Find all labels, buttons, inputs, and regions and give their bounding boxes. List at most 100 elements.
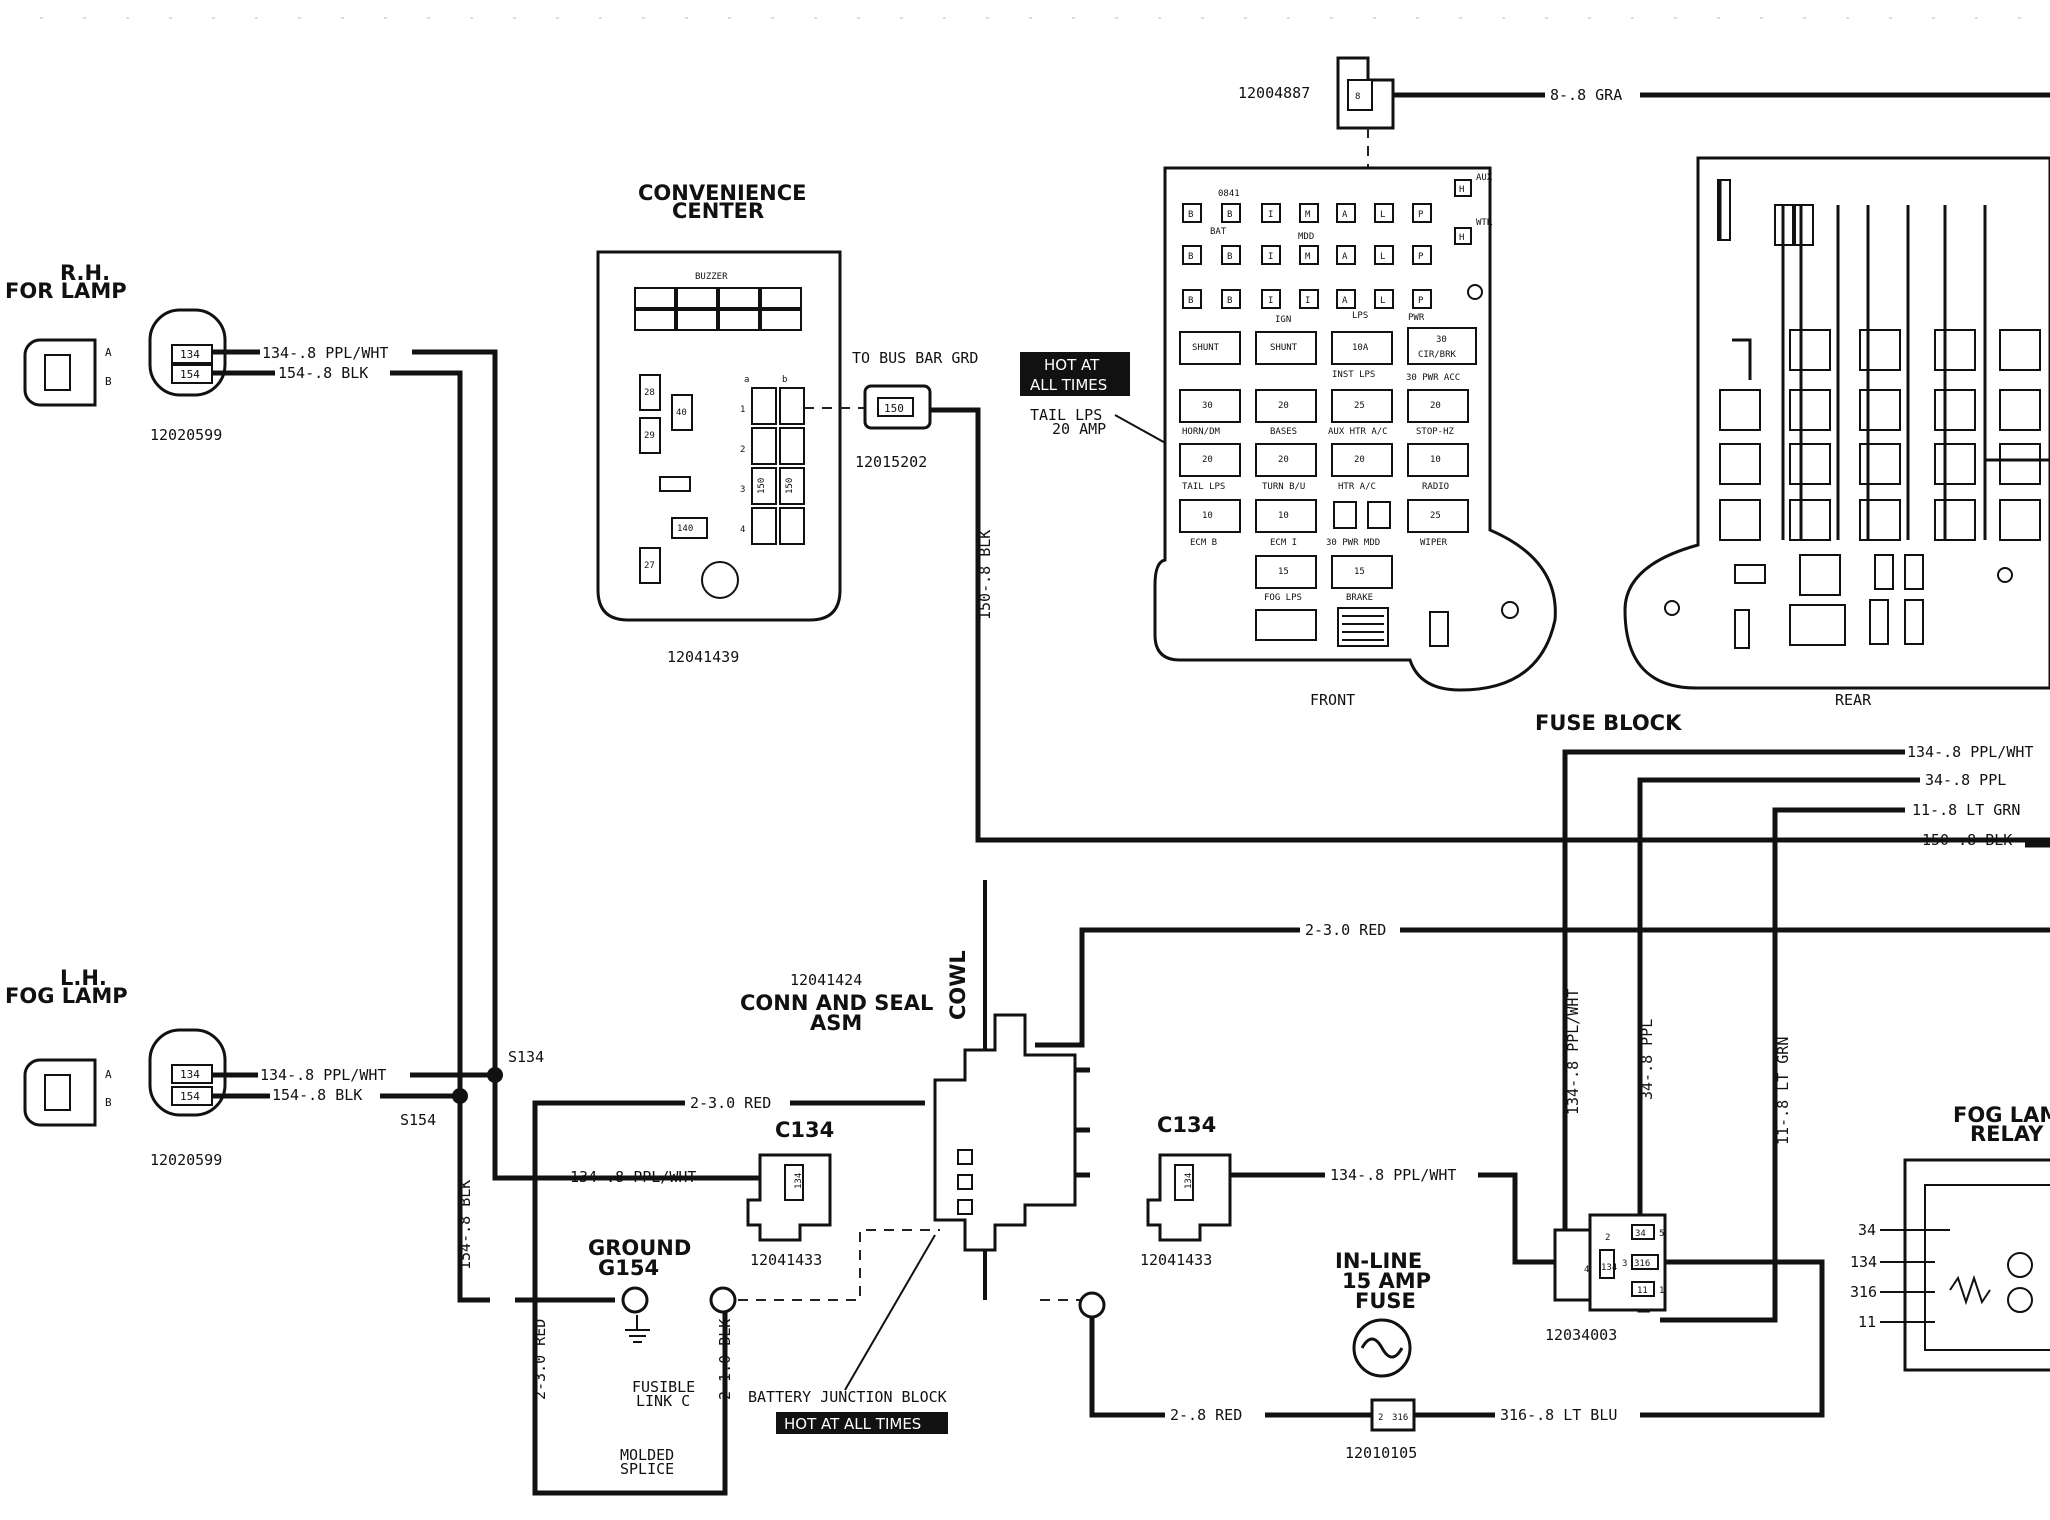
hot-badge-2-text: HOT AT ALL TIMES <box>784 1415 921 1433</box>
top-connector[interactable]: 8 12004887 8-.8 GRA <box>1238 56 2050 290</box>
fb-r4-3: 30 <box>1436 335 1447 345</box>
fb-wire-150-label: 150-.8 BLK <box>1922 831 2012 849</box>
lh-lamp-part-number: 12020599 <box>150 1151 222 1169</box>
rh-pin-134: 134 <box>180 348 200 361</box>
c134-left-part-number: 12041433 <box>750 1251 822 1269</box>
buzzer-label: BUZZER <box>695 272 728 282</box>
c134-left-title: C134 <box>775 1118 834 1142</box>
blk-154-vertical-label: 154-.8 BLK <box>456 1180 474 1270</box>
convenience-title-1: CONVENIENCE <box>638 181 807 205</box>
c134-left-connector[interactable]: C134 134 12041433 <box>720 1118 940 1301</box>
cell-1: 1 <box>740 405 745 415</box>
vert-34-label: 34-.8 PPL <box>1638 1019 1656 1100</box>
cell-140: 140 <box>677 524 693 534</box>
lh-fog-lamp[interactable]: L.H. FOG LAMP A B 134 154 12020599 <box>5 966 227 1169</box>
conn-seal-title-2: ASM <box>810 1011 862 1035</box>
vert-134-label: 134-.8 PPL/WHT <box>1564 989 1582 1115</box>
rear-fuse-block[interactable]: REAR <box>1623 156 2050 709</box>
rh-fog-lamp[interactable]: R.H. FOR LAMP A B 134 154 12020599 <box>5 261 227 444</box>
fb-r3-3: I <box>1305 296 1310 306</box>
fb-r6-3: 10 <box>1430 455 1441 465</box>
ppl-wht-mid-label: 134-.8 PPL/WHT <box>570 1168 696 1186</box>
fb-bat: BAT <box>1210 227 1227 237</box>
relay-pin-4: 4 <box>1584 1265 1589 1275</box>
inline-fuse-title-2: 15 AMP <box>1342 1269 1431 1293</box>
front-row-4 <box>1179 327 1477 365</box>
relay-connector[interactable]: 34 5 134 4 316 3 11 1 2 12034003 <box>1545 1213 1667 1344</box>
ground-title-2: G154 <box>598 1256 659 1280</box>
fuse-block-title: FUSE BLOCK <box>1535 711 1682 735</box>
front-fuse-block[interactable]: 0841 B B I M A L P BAT MDD B B I M A L P… <box>1153 166 1557 709</box>
red-mid-wire: 2-3.0 RED 2-3.0 RED 2-1.0 BLK <box>531 1094 925 1496</box>
fb-r5-0: 30 <box>1202 401 1213 411</box>
fb-r8-sub-0: FOG LPS <box>1264 593 1302 603</box>
fb-wire-34-label: 34-.8 PPL <box>1925 771 2006 789</box>
fusible-label-2: LINK C <box>636 1392 690 1410</box>
fb-r1-4: A <box>1342 210 1348 220</box>
fb-r4-sub-0: INST LPS <box>1332 370 1375 380</box>
front-row-5 <box>1179 389 1469 423</box>
fb-r2-1: B <box>1227 252 1232 262</box>
fb-r6-sub-2: HTR A/C <box>1338 482 1376 492</box>
fb-r2-0: B <box>1188 252 1193 262</box>
inline-fuse-title-3: FUSE <box>1355 1289 1416 1313</box>
fb-r2-6: P <box>1418 252 1424 262</box>
red-28-label: 2-.8 RED <box>1170 1406 1242 1424</box>
conn-seal-assembly[interactable]: 12041424 CONN AND SEAL ASM COWL <box>740 880 1090 1300</box>
fb-r5-2: 25 <box>1354 401 1365 411</box>
splice-s134-dot <box>487 1067 503 1083</box>
ground-g154[interactable]: GROUND G154 <box>515 1236 691 1343</box>
fb-r8-sub-1: BRAKE <box>1346 593 1373 603</box>
relay-pin-34: 34 <box>1635 1229 1646 1239</box>
fb-h2: H <box>1459 233 1464 243</box>
fb-r4-2: 10A <box>1352 343 1369 353</box>
fog-lamp-relay[interactable]: FOG LAMP RELAY 34 134 316 11 <box>1850 1103 2050 1372</box>
fb-r4-sub-2: 30 PWR ACC <box>1406 373 1460 383</box>
cell-2: 2 <box>740 445 745 455</box>
fb-r7-1: 10 <box>1278 511 1289 521</box>
splice-s134-label: S134 <box>508 1048 544 1066</box>
front-row-6 <box>1179 443 1469 477</box>
inline-fuse-title-1: IN-LINE <box>1335 1249 1422 1273</box>
relay-pin-5: 5 <box>1659 1229 1664 1239</box>
tail-lps-label-2: 20 AMP <box>1052 420 1106 438</box>
inline-fuse-part-number: 12010105 <box>1345 1444 1417 1462</box>
relay-pin-11: 11 <box>1637 1286 1648 1296</box>
fog-relay-pin-134: 134 <box>1850 1253 1877 1271</box>
rh-pin-a: A <box>105 346 112 359</box>
fb-h1: H <box>1459 185 1464 195</box>
lh-wire-154-label: 154-.8 BLK <box>272 1086 362 1104</box>
fb-r2-2: I <box>1268 252 1273 262</box>
hot-badge-line-1: HOT AT <box>1044 356 1100 374</box>
fusible-link[interactable]: FUSIBLE LINK C MOLDED SPLICE <box>620 1286 737 1478</box>
convenience-part-number: 12041439 <box>667 648 739 666</box>
hot-badge-2-bg <box>776 1412 948 1434</box>
rh-lamp-part-number: 12020599 <box>150 426 222 444</box>
fog-relay-pin-34: 34 <box>1858 1221 1876 1239</box>
fb-r1-5: L <box>1380 210 1385 220</box>
fb-r2-5: L <box>1380 252 1385 262</box>
convenience-center[interactable]: CONVENIENCE CENTER BUZZER 28 29 40 140 2… <box>596 181 842 666</box>
rh-lamp-wires: 134-.8 PPL/WHT 154-.8 BLK <box>212 344 700 1181</box>
bus-bar-part-number: 12015202 <box>855 453 927 471</box>
inline-fuse[interactable]: IN-LINE 15 AMP FUSE 2-.8 RED 2 316 12010… <box>1040 1249 1825 1462</box>
relay-pin-3: 3 <box>1622 1259 1627 1269</box>
bus-bar-connector[interactable]: TO BUS BAR GRD 150 12015202 150-.8 BLK <box>804 349 2050 843</box>
bus-150-vertical-label: 150-.8 BLK <box>976 530 994 620</box>
fb-wire-134-label: 134-.8 PPL/WHT <box>1907 743 2033 761</box>
cell-a: a <box>744 375 749 385</box>
relay-pin-1: 1 <box>1659 1286 1664 1296</box>
cell-27: 27 <box>644 561 655 571</box>
fb-r8-0: 15 <box>1278 567 1289 577</box>
fb-r3-0: B <box>1188 296 1193 306</box>
rh-pin-154: 154 <box>180 368 200 381</box>
c134-right-connector[interactable]: C134 134 12041433 134-.8 PPL/WHT <box>1140 1113 1560 1269</box>
rh-wire-134-label: 134-.8 PPL/WHT <box>262 344 388 362</box>
fb-r8-1: 15 <box>1354 567 1365 577</box>
relay-pin-2: 2 <box>1605 1233 1610 1243</box>
molded-splice-label-2: SPLICE <box>620 1460 674 1478</box>
fb-wire-11-label: 11-.8 LT GRN <box>1912 801 2020 819</box>
fb-r4-0: SHUNT <box>1192 343 1220 353</box>
fb-r7-0: 10 <box>1202 511 1213 521</box>
top-connector-part-number: 12004887 <box>1238 84 1310 102</box>
